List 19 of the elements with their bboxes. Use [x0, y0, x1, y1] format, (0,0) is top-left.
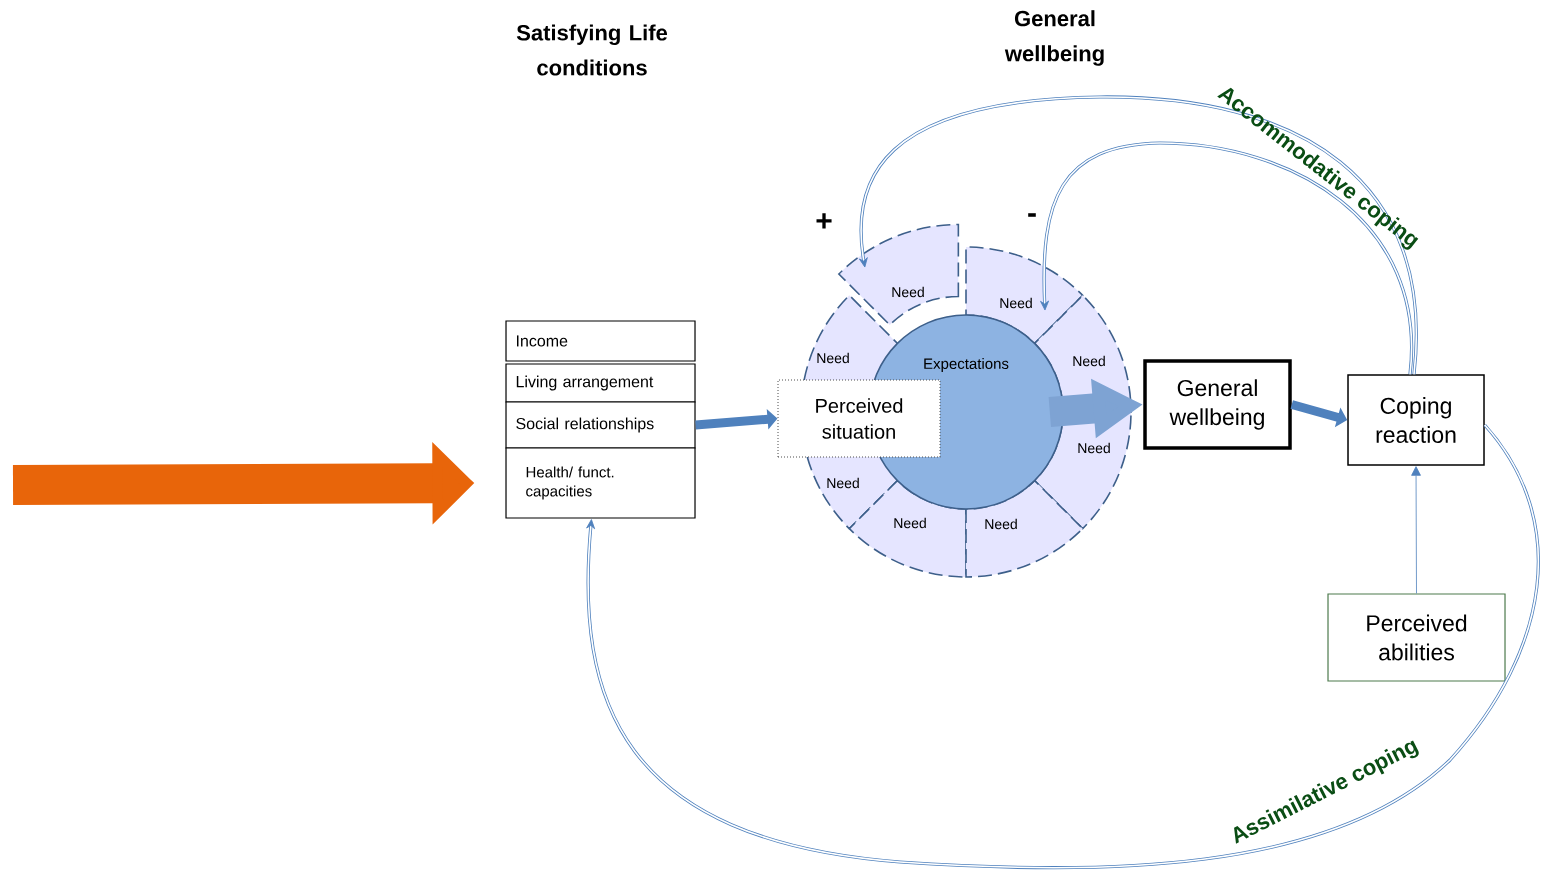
list-row: Health/ funct. capacities	[505, 447, 696, 519]
heading: General wellbeing	[1004, 10, 1104, 66]
process-box: Perceived abilities	[1327, 593, 1506, 682]
arrow	[1411, 466, 1421, 594]
arrow	[1040, 141, 1413, 376]
plus-sign: +	[816, 213, 832, 229]
need-segment: Need	[965, 246, 1084, 345]
heading: Satisfying Life conditions	[516, 24, 668, 76]
minus-sign: -	[1028, 213, 1036, 217]
arrow	[858, 95, 1418, 376]
process-box: General wellbeing	[1143, 359, 1292, 450]
list-row: Income	[505, 320, 696, 362]
process-box: Coping reaction	[1347, 374, 1485, 466]
list-row: Living arrangement	[505, 363, 696, 403]
need-segment: Need	[965, 479, 1084, 578]
list-row: Social relationships	[505, 401, 696, 449]
arrow	[586, 424, 1540, 870]
need-segment: Need	[838, 223, 960, 326]
dotted-box: Perceived situation	[777, 379, 941, 458]
